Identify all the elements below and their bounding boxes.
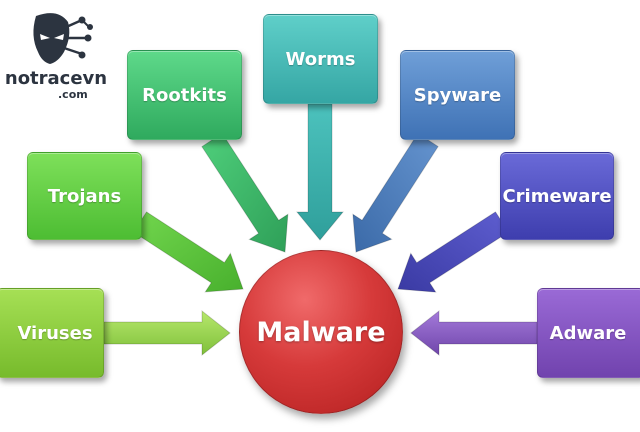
arrow-spyware	[352, 132, 439, 253]
category-box-viruses: Viruses	[0, 288, 104, 378]
logo-name: notracevn	[4, 68, 108, 89]
category-label-crimeware: Crimeware	[502, 185, 612, 207]
malware-label: Malware	[256, 316, 386, 348]
category-box-worms: Worms	[263, 14, 378, 104]
category-box-adware: Adware	[537, 288, 640, 378]
mask-logo-icon	[33, 13, 93, 65]
category-box-trojans: Trojans	[27, 152, 142, 240]
arrow-adware	[410, 309, 538, 357]
category-box-rootkits: Rootkits	[127, 50, 242, 140]
logo-domain: .com	[58, 88, 88, 101]
category-box-crimeware: Crimeware	[500, 152, 614, 240]
arrow-crimeware	[397, 211, 510, 293]
malware-center-circle: Malware	[239, 250, 403, 414]
category-label-rootkits: Rootkits	[142, 84, 227, 106]
logo: notracevn .com	[0, 0, 110, 105]
category-label-spyware: Spyware	[413, 84, 502, 106]
arrow-rootkits	[201, 132, 289, 253]
arrow-viruses	[103, 309, 231, 357]
category-label-adware: Adware	[549, 322, 627, 344]
category-box-spyware: Spyware	[400, 50, 515, 140]
category-label-worms: Worms	[285, 48, 356, 70]
arrow-worms	[295, 103, 345, 241]
category-label-viruses: Viruses	[17, 322, 93, 344]
category-label-trojans: Trojans	[47, 185, 122, 207]
arrow-trojans	[132, 211, 244, 293]
